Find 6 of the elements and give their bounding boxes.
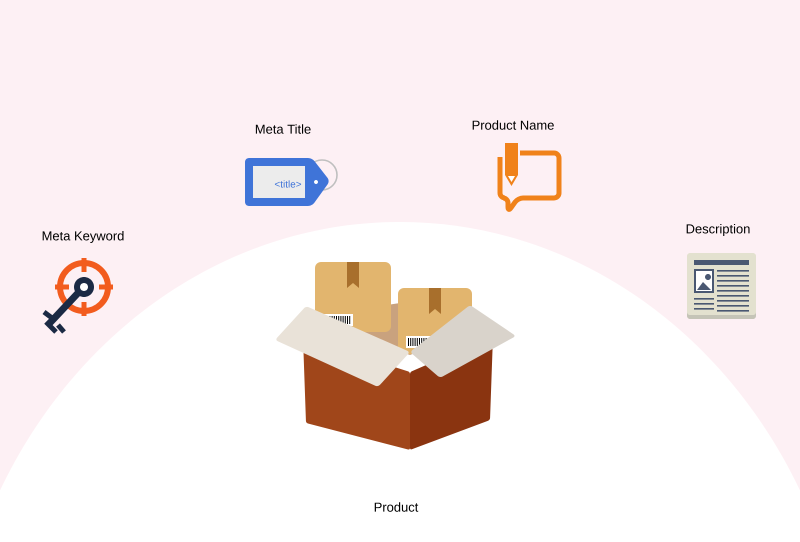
icon-caption: Product Name (472, 120, 554, 130)
icon-caption: Product (374, 502, 418, 512)
tag-text: <title> (274, 180, 302, 188)
icon-caption: Description (686, 224, 750, 236)
icon-caption: Meta Title (256, 124, 311, 134)
icon-caption: Meta Keyword (42, 230, 124, 244)
